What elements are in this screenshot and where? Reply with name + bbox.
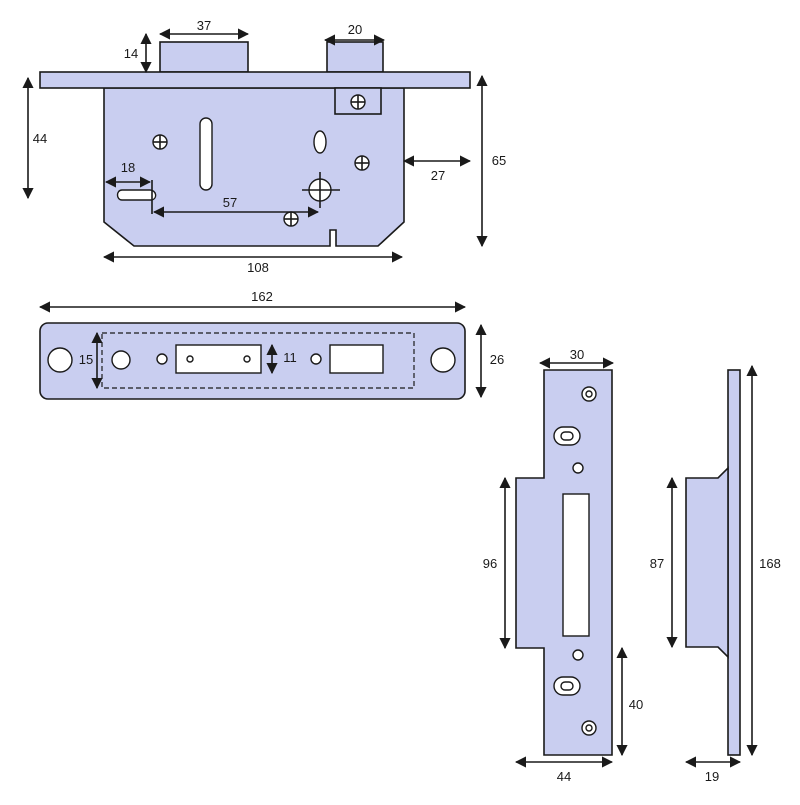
dim-plate-height: 26 — [490, 352, 504, 367]
dim-depth: 19 — [705, 769, 719, 784]
key-slot — [116, 189, 157, 201]
screw-hole — [310, 353, 322, 365]
strike-plate-front-view: 30 96 40 44 — [483, 347, 643, 784]
dim-lower-height: 40 — [629, 697, 643, 712]
dim-case-width: 108 — [247, 260, 269, 275]
screw-hole — [186, 355, 194, 363]
dim-top-width: 30 — [570, 347, 584, 362]
side-plate — [727, 369, 741, 756]
dim-bolt-width: 37 — [197, 18, 211, 33]
screw-hole — [572, 649, 584, 661]
latch-bolt — [326, 41, 384, 73]
dim-latch-width: 20 — [348, 22, 362, 37]
screw-icon — [152, 134, 168, 150]
side-box — [685, 466, 729, 659]
deadbolt — [159, 41, 249, 73]
fixing-hole-inner — [585, 390, 593, 398]
dim-slot-height: 11 — [283, 350, 297, 365]
dim-total-height: 168 — [759, 556, 781, 571]
oval-slot — [313, 130, 327, 154]
dim-box-height: 96 — [483, 556, 497, 571]
screw-hole — [156, 353, 168, 365]
dim-faceplate-offset: 27 — [431, 168, 445, 183]
screw-hole — [111, 350, 131, 370]
dim-base-width: 44 — [557, 769, 571, 784]
dim-box-height-side: 87 — [650, 556, 664, 571]
lock-case-view: 37 14 20 44 18 57 65 27 108 — [22, 18, 506, 275]
latch-aperture — [329, 344, 384, 374]
dim-bolt-height: 14 — [124, 46, 138, 61]
dim-length: 162 — [251, 289, 273, 304]
bolt-slot — [199, 117, 213, 191]
screw-icon — [354, 155, 370, 171]
dim-backset: 18 — [121, 160, 135, 175]
screw-icon — [350, 94, 366, 110]
fixing-hole — [47, 347, 73, 373]
box-aperture — [562, 493, 590, 637]
spindle-crosshair-icon — [302, 172, 340, 208]
fixing-hole-inner — [585, 724, 593, 732]
dim-upper-height: 44 — [33, 131, 47, 146]
forend-plate — [39, 71, 471, 89]
dim-recess-height: 15 — [79, 352, 93, 367]
fixing-hole — [430, 347, 456, 373]
adjust-slot-inner — [560, 431, 574, 441]
adjust-slot-inner — [560, 681, 574, 691]
dim-centres: 57 — [223, 195, 237, 210]
strike-plate-side-view: 87 168 19 — [650, 364, 781, 784]
screw-icon — [283, 211, 299, 227]
strike-keep-view: 162 15 11 26 — [38, 289, 504, 400]
screw-hole — [243, 355, 251, 363]
screw-hole — [572, 462, 584, 474]
dim-overall-depth: 65 — [492, 153, 506, 168]
